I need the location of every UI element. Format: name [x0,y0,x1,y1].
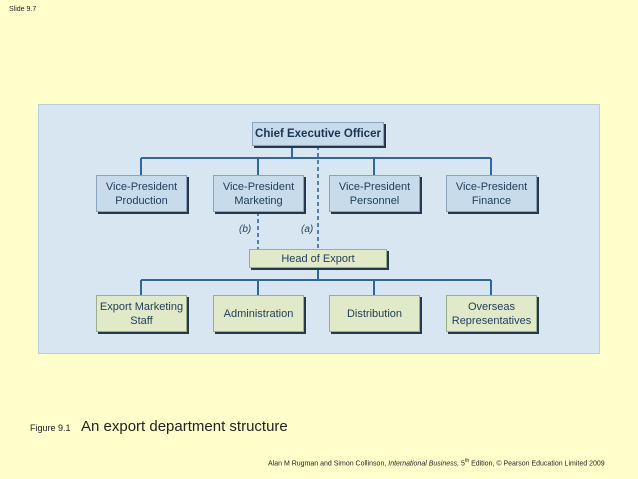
vp-finance-label: Vice-President Finance [455,180,528,207]
footer-edition-number: 5 [461,460,465,468]
footer-book-title: International Business, [388,460,460,468]
label-a: (a) [301,224,314,235]
unit-administration-box: Administration [213,295,304,332]
vp-marketing-label: Vice-President Marketing [222,180,295,207]
head-of-export-box: Head of Export [249,249,387,268]
footer-edition-rest: Edition, © Pearson Education Limited 200… [471,460,605,468]
vp-marketing-box: Vice-President Marketing [213,175,304,212]
footer-credit: Alan M Rugman and Simon Collinson, Inter… [268,458,605,467]
unit-distribution-label: Distribution [346,307,403,320]
unit-overseas-representatives-box: Overseas Representatives [446,295,537,332]
vp-personnel-label: Vice-President Personnel [338,180,411,207]
slide-number: Slide 9.7 [9,6,37,13]
head-of-export-label: Head of Export [281,252,355,265]
ceo-label: Chief Executive Officer [255,128,381,140]
unit-overseas-representatives-label: Overseas Representatives [451,300,532,327]
figure-label: Figure 9.1 [30,423,71,433]
footer-authors: Alan M Rugman and Simon Collinson, [268,460,387,468]
vp-personnel-box: Vice-President Personnel [329,175,420,212]
vp-production-label: Vice-President Production [105,180,178,207]
ceo-box: Chief Executive Officer [252,122,384,146]
unit-export-marketing-staff-label: Export Marketing Staff [99,300,184,327]
label-b: (b) [239,224,252,235]
unit-distribution-box: Distribution [329,295,420,332]
unit-export-marketing-staff-box: Export Marketing Staff [96,295,187,332]
vp-finance-box: Vice-President Finance [446,175,537,212]
unit-administration-label: Administration [223,307,294,320]
footer-edition-suffix: th [464,458,470,464]
vp-production-box: Vice-President Production [96,175,187,212]
figure-title: An export department structure [81,418,288,435]
